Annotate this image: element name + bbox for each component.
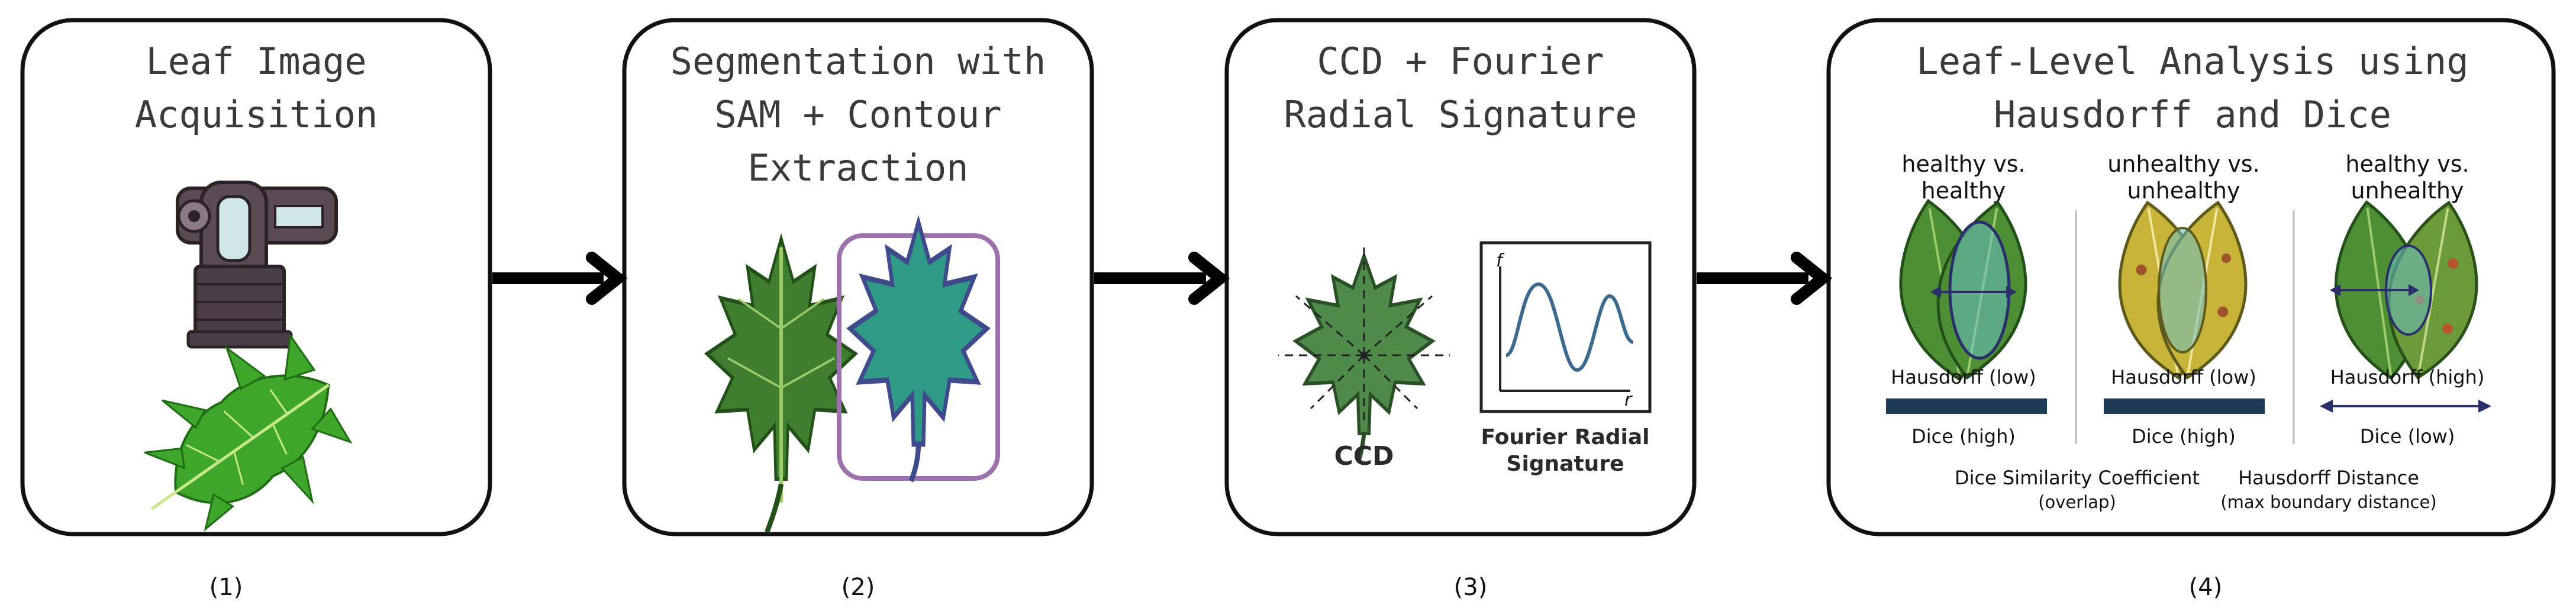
panel-4-title-line-2: Hausdorff and Dice	[1994, 93, 2391, 136]
tomato-leaf-photo	[144, 333, 353, 532]
panel-4-title-line-1: Leaf-Level Analysis using	[1916, 40, 2468, 83]
comparison-3-leaves	[2324, 195, 2491, 385]
comparison-3-distance-arrow	[2320, 400, 2491, 413]
legend-dice-note: (overlap)	[2038, 492, 2116, 512]
legend-hausdorff-title: Hausdorff Distance	[2238, 467, 2419, 489]
comparison-1-heading-line-1: healthy vs.	[1901, 151, 2025, 177]
comparison-1-dice: Dice (high)	[1911, 425, 2016, 448]
comparison-2-heading-line-1: unhealthy vs.	[2107, 151, 2259, 177]
panel-2-number: (2)	[842, 574, 875, 601]
comparison-1-hausdorff: Hausdorff (low)	[1891, 366, 2036, 388]
ccd-label: CCD	[1334, 441, 1394, 471]
panel-1-number: (1)	[209, 574, 243, 601]
segmented-leaf-icon	[850, 222, 987, 483]
arrow-1-to-2	[492, 252, 628, 305]
comparison-3-hausdorff: Hausdorff (high)	[2330, 366, 2485, 388]
comparison-2-dice-bar	[2104, 398, 2265, 414]
original-leaf-icon	[707, 239, 856, 533]
panel-2-title-line-2: SAM + Contour	[714, 93, 1001, 136]
arrow-3-to-4	[1697, 252, 1833, 305]
camera-icon	[176, 181, 338, 349]
fourier-axis-r: r	[1624, 390, 1633, 410]
comparison-1-dice-bar	[1886, 398, 2047, 414]
comparison-1-leaves	[1886, 194, 2040, 387]
comparison-1-heading-line-2: healthy	[1921, 178, 2006, 204]
fourier-signature-plot	[1479, 241, 1652, 413]
comparison-2-hausdorff: Hausdorff (low)	[2111, 366, 2256, 388]
comparison-3-heading-line-1: healthy vs.	[2345, 151, 2469, 177]
panel-3-number: (3)	[1454, 574, 1488, 601]
panel-2-title-line-1: Segmentation with	[670, 40, 1046, 83]
comparison-3-heading-line-2: unhealthy	[2351, 178, 2464, 204]
panel-3-title-line-1: CCD + Fourier	[1317, 40, 1604, 83]
fourier-label-line-1: Fourier Radial	[1481, 425, 1649, 449]
panel-3-title-line-2: Radial Signature	[1284, 93, 1637, 136]
panel-1-title-line-2: Acquisition	[135, 93, 378, 136]
panel-4-number: (4)	[2189, 574, 2223, 601]
comparison-3-dice: Dice (low)	[2360, 425, 2455, 448]
fourier-label-line-2: Signature	[1507, 452, 1624, 476]
comparison-2-dice: Dice (high)	[2132, 425, 2236, 448]
arrow-2-to-3	[1094, 252, 1230, 305]
comparison-2-leaves	[2105, 195, 2260, 385]
legend-hausdorff-note: (max boundary distance)	[2220, 492, 2436, 512]
comparison-2-heading-line-2: unhealthy	[2127, 178, 2240, 204]
legend-dice-title: Dice Similarity Coefficient	[1955, 467, 2200, 489]
panel-2-title-line-3: Extraction	[747, 146, 968, 189]
ccd-leaf-icon	[1278, 243, 1450, 460]
panel-1-title-line-1: Leaf Image	[146, 40, 366, 83]
